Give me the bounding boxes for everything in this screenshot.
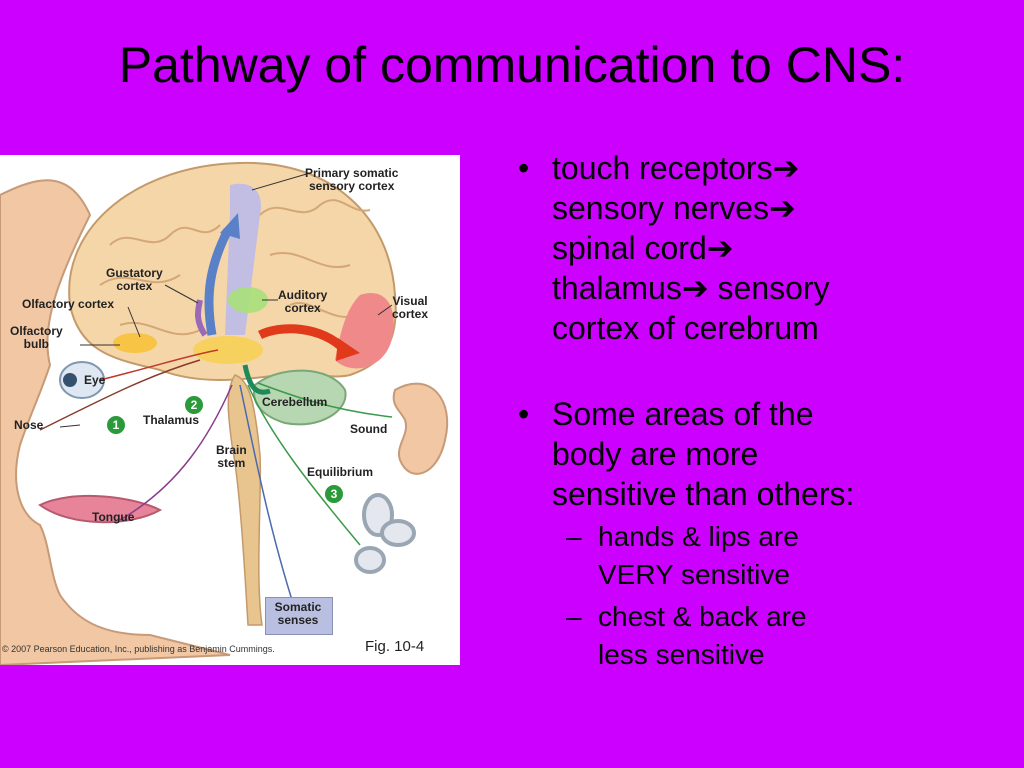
brain-pathway-figure: Primary somatic sensory cortex Gustatory… <box>0 155 460 665</box>
label-nose: Nose <box>14 418 44 432</box>
label-tongue: Tongue <box>92 510 135 524</box>
bullet-dot: • <box>518 150 530 186</box>
brain-stem-shape <box>227 374 263 626</box>
sub-bullet-line: chest & back are <box>598 601 807 632</box>
face-shape <box>0 179 231 665</box>
bullet-item: • touch receptors➔ sensory nerves➔ spina… <box>512 148 1012 348</box>
label-cerebellum: Cerebellum <box>262 395 328 409</box>
sub-bullet-item: – chest & back are less sensitive <box>512 598 1012 674</box>
step-badge-2: 2 <box>184 395 204 415</box>
tongue-shape <box>38 494 163 524</box>
bullet-dot: • <box>518 396 530 432</box>
visual-arrow-head <box>336 338 360 361</box>
bullet-line: body are more <box>552 436 759 472</box>
pupil-shape <box>63 373 77 387</box>
label-brain-stem: Brain stem <box>216 443 247 470</box>
label-auditory: Auditory cortex <box>278 288 328 315</box>
somatic-senses-box <box>265 597 333 635</box>
inner-ear-shape <box>354 493 416 574</box>
gustatory-arrow <box>195 299 208 337</box>
bullet-line: Some areas of the <box>552 396 814 432</box>
label-pointers <box>59 172 393 428</box>
sub-bullet-line: hands & lips are <box>598 521 799 552</box>
somatic-arrow-head <box>220 213 240 239</box>
somatic-arrow <box>204 227 233 336</box>
bullet-list: • touch receptors➔ sensory nerves➔ spina… <box>512 148 1012 674</box>
sub-bullet-dash: – <box>566 601 582 632</box>
sub-bullet-line: VERY sensitive <box>598 559 790 590</box>
step-badge-1: 1 <box>106 415 126 435</box>
slide-title: Pathway of communication to CNS: <box>118 37 906 93</box>
label-thalamus: Thalamus <box>143 413 200 427</box>
thalamus-area <box>193 336 263 364</box>
sub-bullet-line: less sensitive <box>598 639 765 670</box>
bullet-line: cortex of cerebrum <box>552 310 819 346</box>
label-olfactory-cortex: Olfactory cortex <box>22 297 115 311</box>
label-visual: Visual cortex <box>392 294 429 321</box>
label-somatic-senses: Somatic senses <box>274 600 322 627</box>
bullet-line: touch receptors➔ <box>552 150 800 186</box>
sub-bullet-item: – hands & lips are VERY sensitive <box>512 518 1012 594</box>
sub-bullet-dash: – <box>566 521 582 552</box>
eye-shape <box>59 361 105 399</box>
label-gustatory: Gustatory cortex <box>106 266 163 293</box>
brain-folds <box>99 199 371 336</box>
cerebellum-arrow <box>242 364 271 395</box>
label-olfactory-bulb: Olfactory bulb <box>10 324 63 351</box>
visual-arrow <box>257 324 349 354</box>
olfactory-bulb-area <box>113 333 157 353</box>
copyright-text: © 2007 Pearson Education, Inc., publishi… <box>2 644 275 654</box>
nerve-lines <box>39 349 393 626</box>
bullet-line: sensitive than others: <box>552 476 855 512</box>
bullet-line: spinal cord➔ <box>552 230 734 266</box>
label-primary-somatic: Primary somatic sensory cortex <box>305 166 399 193</box>
figure-number: Fig. 10-4 <box>365 638 425 655</box>
ear-shape <box>392 382 449 475</box>
label-eye: Eye <box>84 373 106 387</box>
bullet-line: thalamus➔ sensory <box>552 270 830 306</box>
auditory-cortex-area <box>228 287 268 313</box>
bullet-line: sensory nerves➔ <box>552 190 796 226</box>
label-equilibrium: Equilibrium <box>307 465 373 479</box>
brain-illustration <box>0 161 449 665</box>
step-badge-3: 3 <box>324 484 344 504</box>
bullet-item: • Some areas of the body are more sensit… <box>512 394 1012 514</box>
label-sound: Sound <box>350 422 388 436</box>
